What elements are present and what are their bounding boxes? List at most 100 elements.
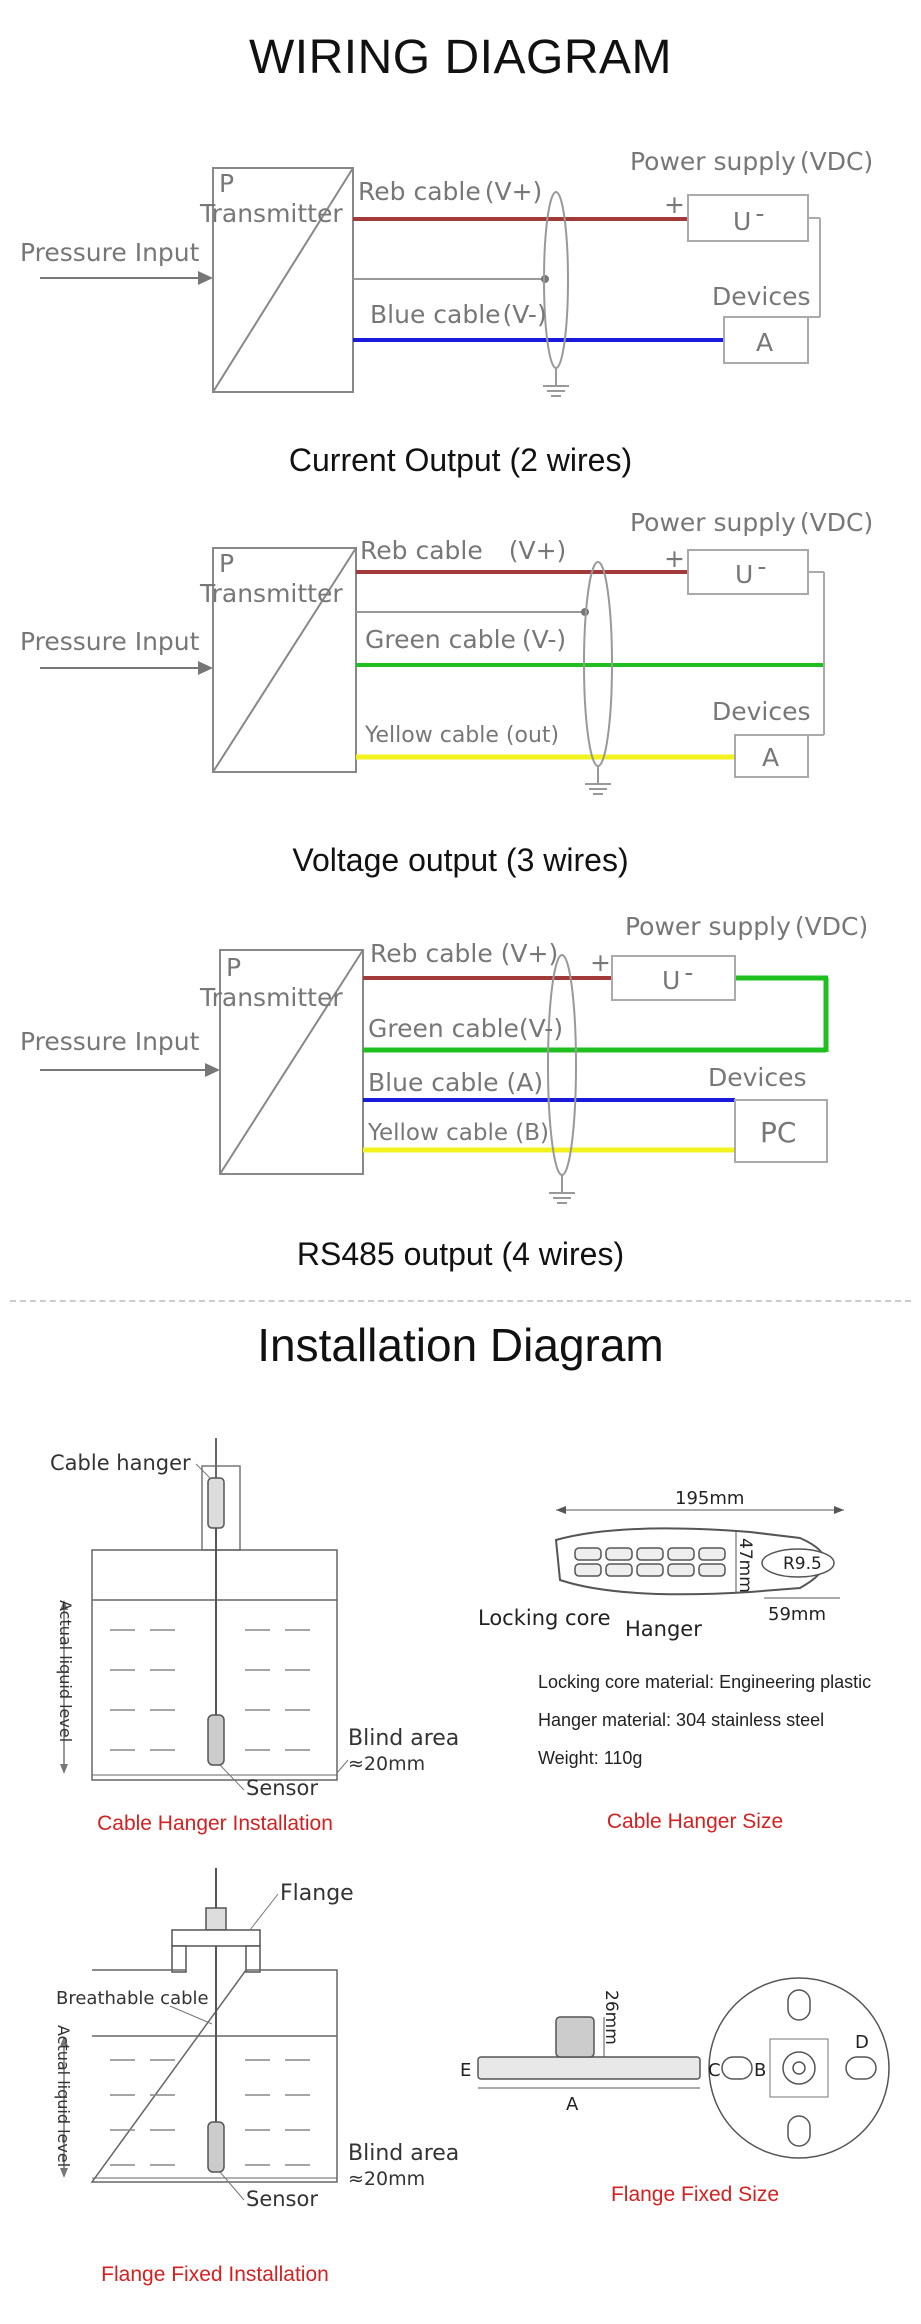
transmitter-diagonal (219, 949, 364, 1175)
pressure-input-arrowhead (198, 661, 213, 675)
sensor-body (207, 1714, 225, 1766)
transmitter-label: Transmitter (199, 199, 343, 228)
sensor-body (207, 2121, 225, 2173)
transmitter-diagonal (212, 547, 357, 773)
flange-center-hole (792, 2061, 806, 2075)
sensor-leader (219, 2171, 245, 2201)
dim-47-label: 47mm (735, 1538, 755, 1593)
power-supply-u: U- (662, 958, 693, 995)
power-supply-label: Power supply(VDC) (630, 508, 873, 537)
transmitter-p: P (219, 169, 234, 198)
power-supply-box (687, 194, 809, 242)
sensor-label: Sensor (246, 1776, 318, 1800)
current-output-caption: Current Output (2 wires) (288, 442, 633, 478)
flange-plate (171, 1929, 261, 1947)
flange-leader (249, 1893, 279, 1931)
current-output-diagram: P Transmitter Pressure Input Reb cable(V… (20, 147, 873, 397)
plus-sign: + (590, 948, 611, 977)
voltage-output-caption: Voltage output (3 wires) (292, 842, 629, 878)
dim-26-label: 26mm (601, 1990, 621, 2045)
flange-neck-right (245, 1945, 261, 1973)
locking-core-slots (574, 1547, 726, 1577)
red-cable-label: Reb cable(V+) (358, 177, 542, 206)
flange-size-drawing: 26mm E A C B D (460, 1977, 890, 2159)
yellow-cable-label: Yellow cable (B) (367, 1120, 549, 1146)
dim-b-label: B (754, 2060, 766, 2081)
blind-area-label: Blind area (348, 2141, 459, 2166)
r95-hole (761, 1548, 835, 1578)
blue-cable-label: Blue cable (A) (368, 1068, 543, 1097)
transmitter-p: P (226, 953, 241, 982)
device-box (734, 734, 809, 778)
blind-area-label: Blind area (348, 1726, 459, 1751)
cable-hanger-label: Cable hanger (50, 1451, 191, 1475)
spec-locking-core: Locking core material: Engineering plast… (538, 1672, 872, 1692)
mount-slot-top (787, 1989, 811, 2021)
sensor-leader (219, 1764, 245, 1791)
actual-liquid-level-label: Actual liquid level (54, 2025, 73, 2167)
blind-area-value: ≈20mm (348, 2168, 425, 2190)
transmitter-label: Transmitter (199, 983, 343, 1012)
tank-outline (91, 1549, 338, 1781)
plus-sign: + (664, 544, 685, 573)
spec-hanger-material: Hanger material: 304 stainless steel (538, 1710, 825, 1730)
flange-neck-left (171, 1945, 187, 1973)
devices-label: Devices (712, 697, 811, 726)
pressure-input-arrowhead (205, 1063, 220, 1077)
pressure-input-label: Pressure Input (20, 627, 200, 656)
power-supply-label: Power supply(VDC) (625, 912, 868, 941)
cable-hanger-installation-caption: Cable Hanger Installation (97, 1812, 333, 1835)
cable-hanger-installation-drawing: Actual liquid level Cable hanger Blind a… (50, 1438, 459, 1800)
power-supply-u: U- (733, 199, 764, 236)
r95-label: R9.5 (783, 1554, 822, 1574)
blind-area-value: ≈20mm (348, 1753, 425, 1775)
transmitter-box (212, 547, 357, 773)
cable-hanger-size-caption: Cable Hanger Size (606, 1810, 784, 1833)
pressure-input-label: Pressure Input (20, 238, 200, 267)
power-supply-box (611, 955, 736, 1001)
flange-fixed-size-caption: Flange Fixed Size (610, 2183, 780, 2206)
power-supply-u: U- (735, 552, 766, 589)
devices-label: Devices (712, 282, 811, 311)
section-divider (10, 1300, 911, 1302)
transmitter-box (219, 949, 364, 1175)
hanger-label: Hanger (625, 1617, 702, 1641)
dim-195-label: 195mm (675, 1488, 744, 1509)
cable-hanger-size-drawing: 195mm 47mm R9.5 59mm Locking core Hanger (478, 1488, 844, 1641)
dim-d-label: D (855, 2032, 869, 2053)
dim-c-label: C (708, 2060, 721, 2081)
flange-side-gland (555, 2016, 595, 2058)
plus-sign: + (664, 190, 685, 219)
pressure-input-arrowhead (198, 271, 213, 285)
transmitter-diagonal (212, 167, 354, 393)
rs485-output-diagram: P Transmitter Pressure Input Reb cable (… (20, 912, 868, 1204)
transmitter-p: P (219, 549, 234, 578)
cable-gland (205, 1907, 227, 1931)
mount-slot-left (721, 2056, 753, 2080)
shield-ellipse (547, 954, 577, 1176)
actual-liquid-level-label: Actual liquid level (56, 1600, 75, 1742)
device-a: A (756, 328, 773, 357)
mount-slot-right (845, 2056, 877, 2080)
device-pc: PC (760, 1116, 796, 1149)
mount-slot-bottom (787, 2115, 811, 2147)
device-a: A (762, 743, 779, 772)
dim-59-label: 59mm (768, 1604, 826, 1625)
breathable-cable-leader (169, 2005, 213, 2025)
device-box (734, 1099, 828, 1163)
cable-hanger-leader (195, 1463, 211, 1479)
rs485-output-caption: RS485 output (4 wires) (296, 1236, 625, 1272)
yellow-cable-label: Yellow cable (out) (364, 723, 559, 748)
breathable-cable-label: Breathable cable (56, 1988, 209, 2009)
blue-cable-label: Blue cable(V-) (370, 300, 547, 329)
liquid-dashes (110, 1629, 310, 1751)
flange-installation-drawing: Actual liquid level Flange Breathable ca… (54, 1868, 459, 2211)
pressure-input-label: Pressure Input (20, 1027, 200, 1056)
flange-label: Flange (280, 1881, 354, 1906)
flange-side-plate (477, 2056, 701, 2080)
red-cable-label: Reb cable (V+) (370, 939, 558, 968)
power-supply-label: Power supply(VDC) (630, 147, 873, 176)
dim-e-label: E (460, 2060, 471, 2081)
sensor-label: Sensor (246, 2187, 318, 2211)
device-box (723, 316, 809, 364)
